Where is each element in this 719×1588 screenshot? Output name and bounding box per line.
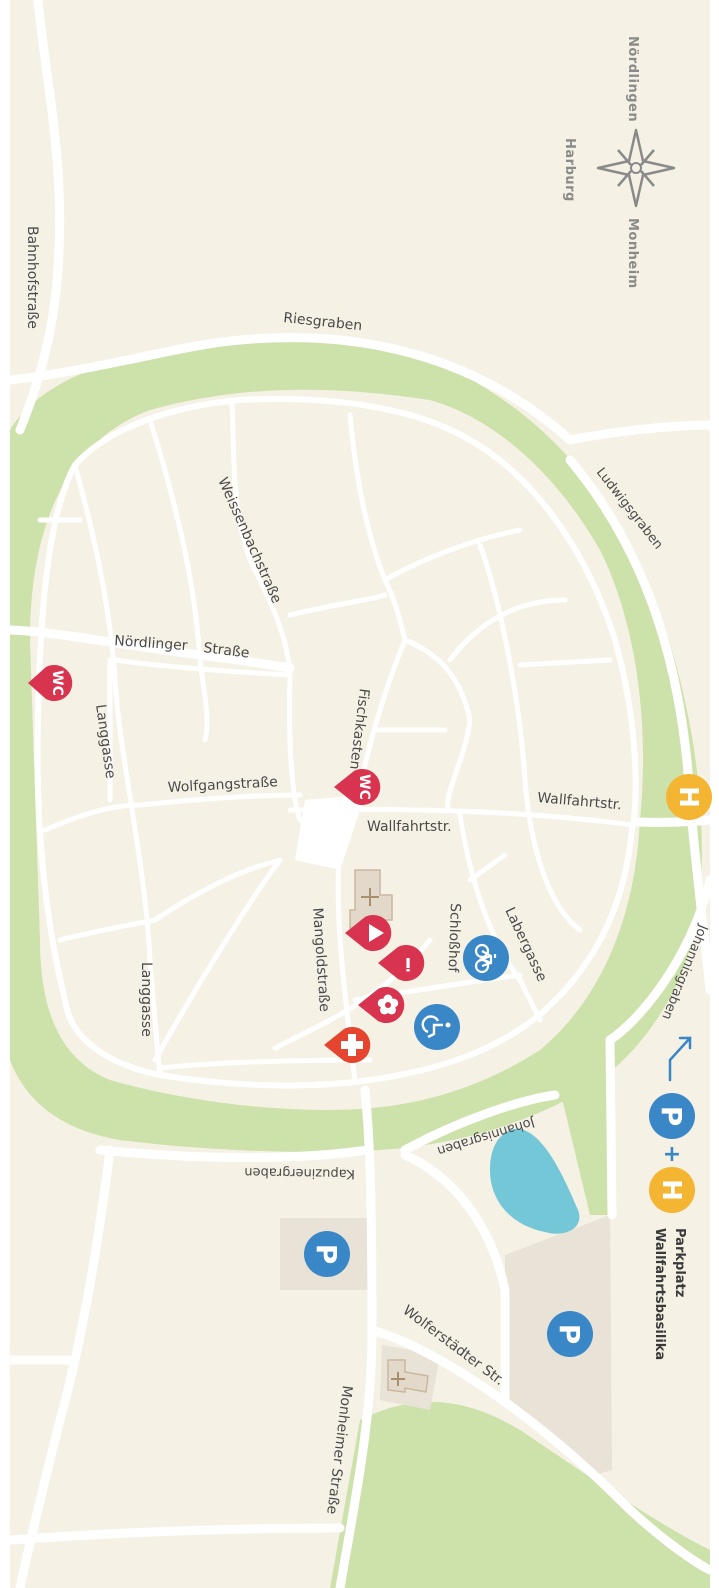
- legend-plus: +: [663, 1142, 681, 1167]
- street-label-bahnhofstrasse: Bahnhofstraße: [24, 226, 40, 329]
- main-roads: [5, 0, 715, 1588]
- parking-icon: P: [553, 1324, 586, 1345]
- wheelchair-icon: [421, 1015, 451, 1039]
- first-aid-marker[interactable]: [324, 1027, 371, 1063]
- bus-stop-icon: H: [656, 1179, 686, 1201]
- first-aid-cross-icon: [341, 1034, 363, 1056]
- street-label-mangoldstrasse: Mangoldstraße: [309, 907, 332, 1012]
- info-marker[interactable]: i: [378, 945, 425, 981]
- pond: [490, 1128, 580, 1234]
- play-icon: [369, 924, 384, 942]
- legend-title-line2: Wallfahrtsbasilika: [652, 1228, 667, 1360]
- legend-bus-stop: H: [649, 1167, 695, 1213]
- compass-label-east: Monheim: [625, 218, 640, 289]
- chapel-building: [387, 1359, 429, 1393]
- parking-icon: P: [310, 1244, 343, 1265]
- street-label-wallfahrtstr-east: Wallfahrtstr.: [537, 790, 623, 813]
- compass-rose-icon: [596, 128, 676, 208]
- compass-label-west: Harburg: [562, 138, 577, 202]
- legend-parking: P: [649, 1093, 695, 1139]
- parking-marker-basilica[interactable]: P: [547, 1311, 593, 1357]
- wc-west-marker[interactable]: WC: [28, 665, 73, 701]
- bicycle-parking[interactable]: [463, 935, 509, 981]
- info-icon: i: [405, 953, 411, 974]
- parking-icon: P: [655, 1106, 688, 1127]
- street-label-schlosshof: Schloßhof: [445, 903, 463, 974]
- parking-marker-west[interactable]: P: [304, 1231, 350, 1277]
- green-ring: [10, 338, 702, 1152]
- flower-icon: [377, 994, 399, 1015]
- wc-center-marker[interactable]: WC: [334, 769, 381, 805]
- street-label-kapuzinergraben: Kapuzinergraben: [244, 1164, 355, 1181]
- accessible-facility[interactable]: [414, 1004, 460, 1050]
- compass-label-north: Nördlingen: [625, 36, 640, 122]
- ring-road: [34, 396, 639, 1089]
- south-green-area: [330, 1401, 710, 1588]
- legend-title-line1: Parkplatz: [672, 1228, 687, 1297]
- flower-marker[interactable]: [358, 987, 405, 1023]
- street-label-noerdlinger: Nördlinger: [114, 633, 189, 654]
- street-label-wallfahrtstr-center: Wallfahrtstr.: [367, 819, 452, 835]
- market-square: [295, 795, 365, 870]
- bus-stop-marker[interactable]: H: [666, 774, 712, 820]
- east-green-strip: [560, 1040, 612, 1215]
- wc-icon: WC: [49, 670, 65, 696]
- bicycle-icon: [474, 943, 497, 974]
- cinema-marker[interactable]: [345, 915, 392, 951]
- bus-stop-icon: H: [673, 786, 703, 808]
- street-label-langgasse-south: Langgasse: [138, 962, 154, 1037]
- street-label-wolfgangstrasse: Wolfgangstraße: [167, 774, 278, 796]
- wc-icon: WC: [356, 774, 372, 800]
- legend-arrow-icon: [668, 1036, 692, 1082]
- street-label-strasse: Straße: [203, 640, 251, 662]
